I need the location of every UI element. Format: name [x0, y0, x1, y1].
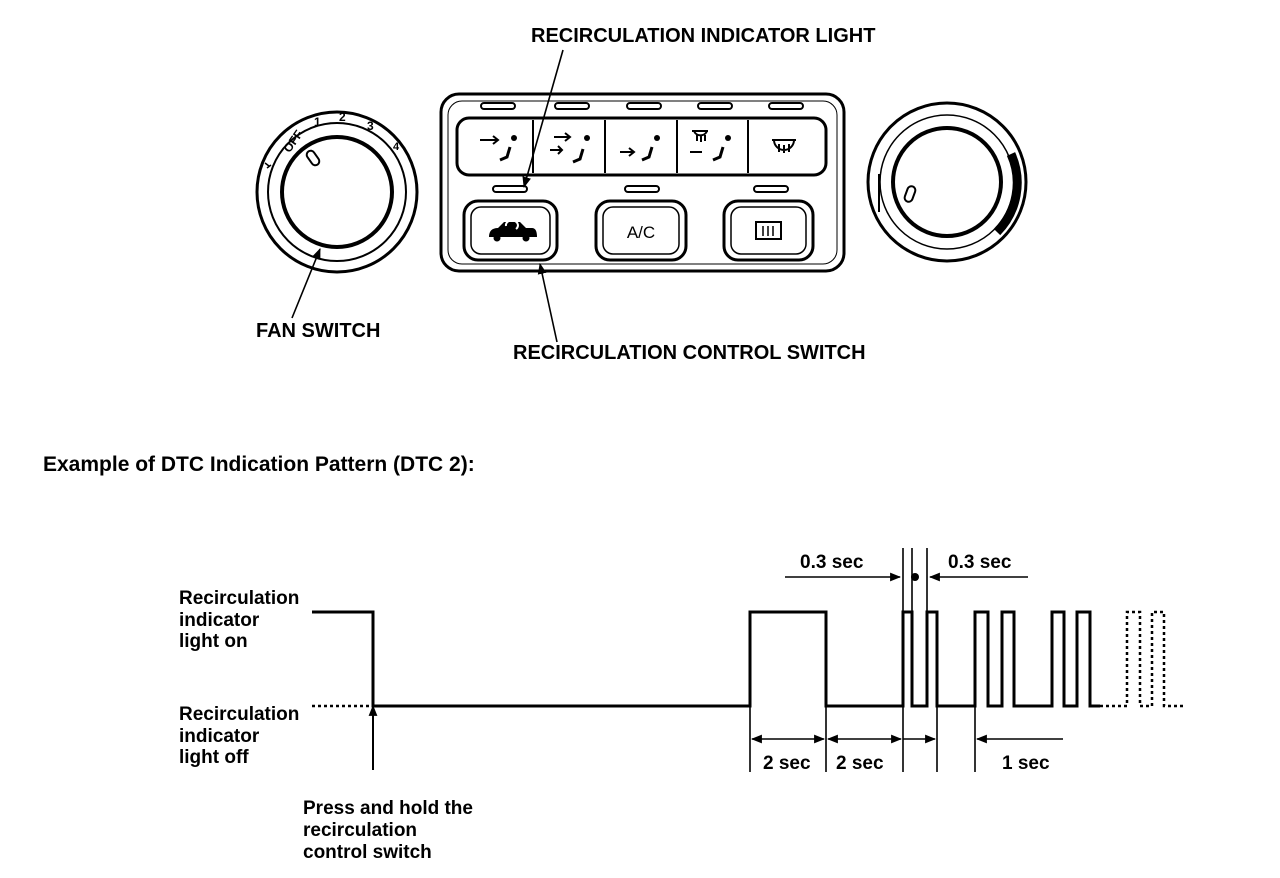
fan-speed-2: 2 [339, 110, 346, 124]
recirculation-control-button[interactable] [462, 199, 559, 262]
mode-buttons [455, 116, 828, 177]
state-off-label: Recirculation indicator light off [179, 704, 299, 768]
svg-text:recirculation: recirculation [303, 820, 417, 841]
fan-speed-1: 1 [314, 115, 321, 129]
ac-indicator-lamp [624, 185, 660, 193]
climate-control-panel [439, 92, 846, 273]
ac-button-label: A/C [627, 223, 655, 242]
svg-text:control switch: control switch [303, 842, 432, 863]
svg-text:Press and hold the: Press and hold the [303, 798, 473, 819]
ac-button[interactable]: A/C [594, 199, 688, 262]
interval-2sec-a: 2 sec [763, 753, 811, 774]
press-hold-note: Press and hold the recirculation control… [303, 798, 473, 863]
svg-text:light on: light on [179, 631, 248, 652]
interval-2sec-b: 2 sec [836, 753, 884, 774]
pulse-off-duration: 0.3 sec [948, 552, 1012, 573]
fan-speed-4: 4 [393, 141, 400, 153]
fan-switch-label: FAN SWITCH [256, 320, 380, 342]
floor-defrost-mode-button[interactable] [690, 130, 731, 162]
fan-switch-knob[interactable]: OFF 1 2 3 4 [255, 110, 419, 274]
mode-indicator-lamps [480, 102, 804, 110]
bi-level-mode-button[interactable] [550, 132, 590, 164]
recirc-indicator-light-label: RECIRCULATION INDICATOR LIGHT [531, 25, 875, 47]
recirc-control-switch-label: RECIRCULATION CONTROL SWITCH [513, 342, 866, 364]
floor-mode-button[interactable] [620, 135, 660, 162]
recirculation-indicator-lamp [492, 185, 528, 193]
svg-text:Recirculation: Recirculation [179, 588, 299, 609]
indicator-waveform [312, 610, 1185, 708]
recirc-indicator-light-leader [522, 49, 564, 189]
svg-text:indicator: indicator [179, 610, 260, 631]
interval-1sec: 1 sec [1002, 753, 1050, 774]
svg-text:indicator: indicator [179, 726, 260, 747]
section-title: Example of DTC Indication Pattern (DTC 2… [43, 453, 475, 476]
svg-text:light off: light off [179, 747, 249, 768]
interval-dimensions: 2 sec 2 sec 1 sec [749, 706, 1063, 774]
recirc-control-switch-leader [537, 262, 558, 343]
pulse-width-dimension: 0.3 sec 0.3 sec [785, 548, 1028, 612]
rear-defrost-button[interactable] [722, 199, 815, 262]
temperature-control-knob[interactable] [866, 101, 1028, 263]
svg-text:Recirculation: Recirculation [179, 704, 299, 725]
rear-defrost-indicator-lamp [753, 185, 789, 193]
defrost-mode-button[interactable] [772, 139, 796, 153]
state-on-label: Recirculation indicator light on [179, 588, 299, 652]
vent-mode-button[interactable] [480, 135, 517, 162]
fan-speed-3: 3 [367, 119, 374, 133]
pulse-on-duration: 0.3 sec [800, 552, 864, 573]
fan-switch-leader [291, 247, 321, 319]
